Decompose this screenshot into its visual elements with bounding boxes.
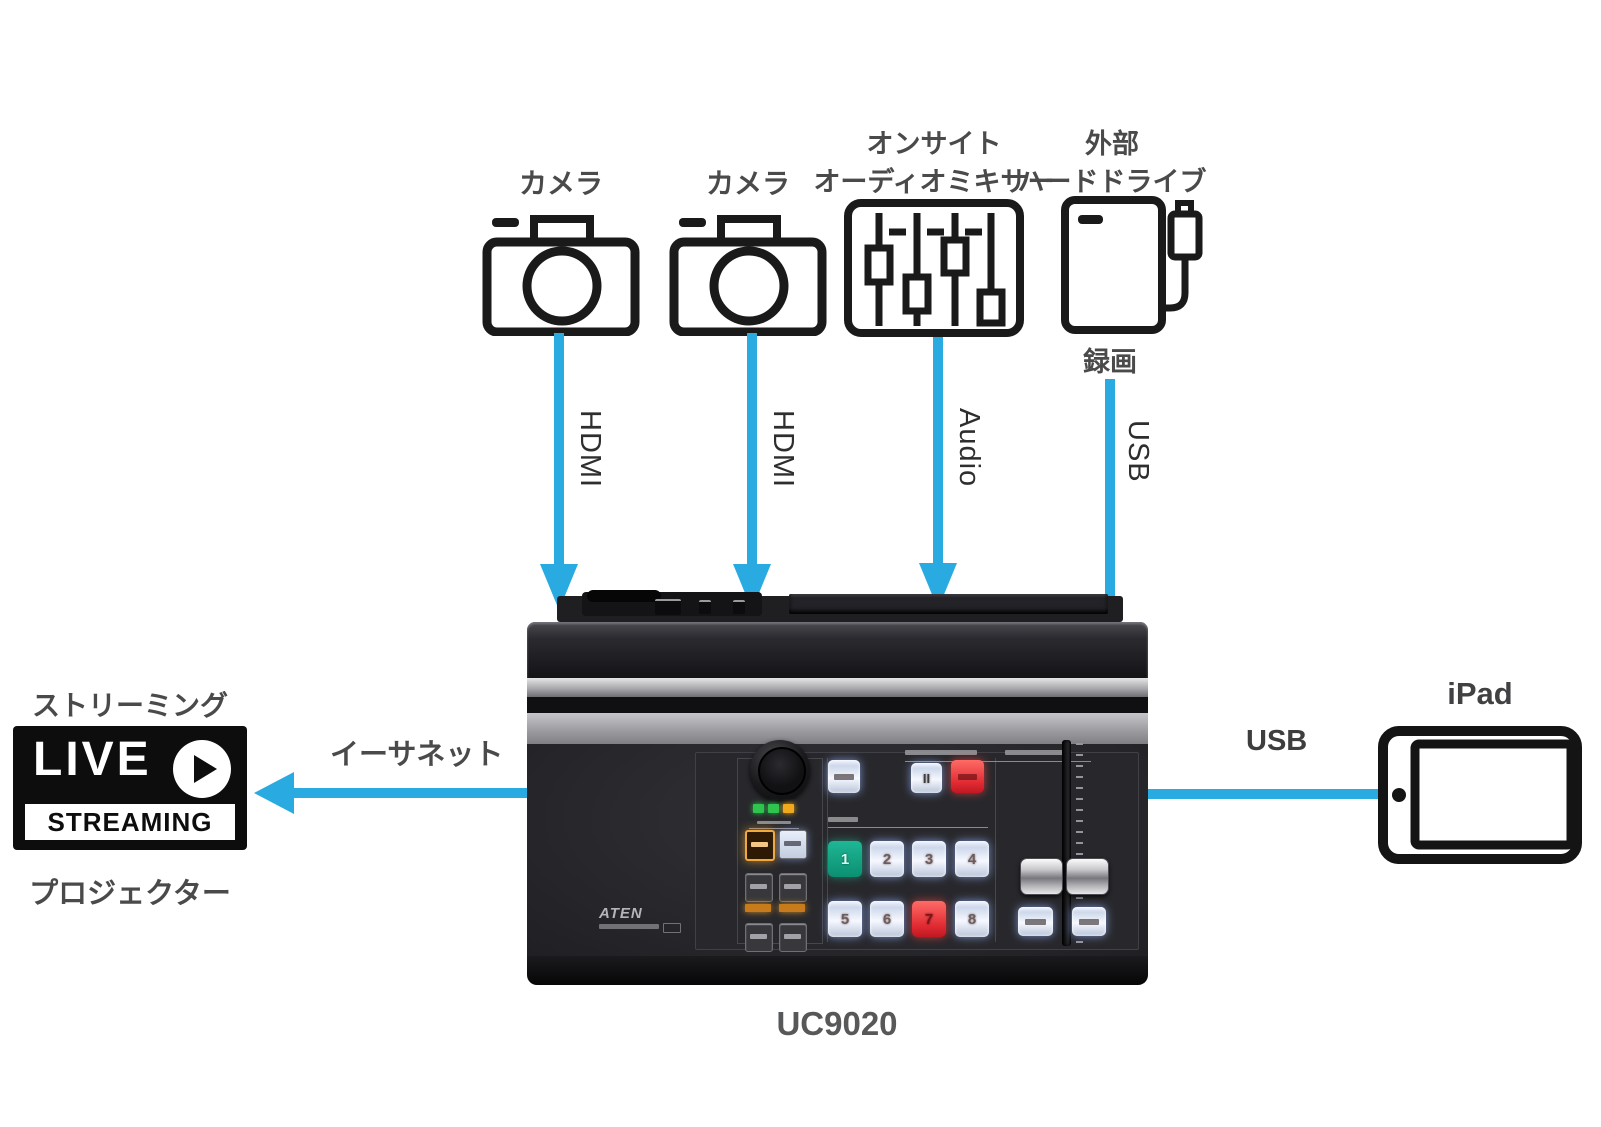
level-led-green	[753, 804, 764, 813]
tbar-track	[1062, 740, 1071, 946]
ethernet-arrowhead	[254, 772, 294, 814]
brand-model-text	[599, 924, 659, 929]
level-led-amber	[783, 804, 794, 813]
ipad-icon	[1378, 726, 1582, 864]
scene-section-underline	[828, 827, 988, 828]
hdmi1-connection-label: HDMI	[574, 410, 606, 489]
function-button	[745, 923, 773, 952]
device-base	[527, 956, 1148, 985]
hdmi1-arrow-shaft	[554, 333, 564, 566]
usb-hdd-connection-label: USB	[1122, 420, 1154, 483]
hdd-label-line2: ハードドライブ	[1017, 167, 1207, 197]
scene-button-7: 7	[912, 901, 946, 937]
usb-ipad-line	[1146, 789, 1379, 799]
led-underline	[749, 828, 799, 829]
device-dark-stripe	[527, 697, 1148, 713]
usb-hdd-line	[1105, 379, 1115, 617]
streaming-label: ストリーミング	[31, 690, 228, 721]
stream-section-caption	[905, 750, 977, 755]
cut-button	[1072, 907, 1106, 936]
volume-knob-cap	[758, 747, 806, 795]
camera-icon	[482, 215, 640, 336]
usb-port	[733, 600, 745, 614]
scene-button-6: 6	[870, 901, 904, 937]
audio-arrow-shaft	[933, 337, 943, 565]
function-button	[779, 923, 807, 952]
audio-mixer-icon	[844, 199, 1024, 337]
hdd-sublabel: 録画	[1083, 347, 1137, 377]
tbar-scale-ticks	[1076, 743, 1083, 943]
mixer-label-line2: オーディオミキサー	[813, 167, 1055, 197]
ipad-label: iPad	[1447, 676, 1513, 711]
amber-indicator	[779, 904, 805, 912]
live-streaming-logo: LIVE STREAMING	[13, 726, 247, 850]
scene-button-2: 2	[870, 841, 904, 877]
tbar-handle-right	[1066, 858, 1109, 895]
led-caption	[757, 821, 791, 824]
hdmi2-connection-label: HDMI	[767, 410, 799, 489]
device-mount-cap	[587, 590, 661, 602]
audio-source-button	[745, 873, 773, 902]
scene-section-caption	[828, 817, 858, 822]
amber-indicator	[745, 904, 771, 912]
mute-button	[745, 830, 775, 861]
ethernet-connection-label: イーサネット	[330, 739, 504, 771]
scene-button-3: 3	[912, 841, 946, 877]
brand-hd-badge	[663, 923, 681, 933]
fader-section-caption	[1005, 750, 1065, 755]
fader-section-underline	[1005, 761, 1091, 762]
camera1-label: カメラ	[518, 168, 603, 199]
live-text: LIVE	[33, 733, 152, 786]
device-gray-bevel	[527, 713, 1148, 744]
monitor-button	[779, 830, 807, 859]
scene-button-5: 5	[828, 901, 862, 937]
uc9020-device: II 1 2 3 4 5 6 7 8 ATEN	[527, 590, 1148, 985]
tablet-cradle-slot	[789, 594, 1108, 614]
audio-connection-label: Audio	[953, 408, 985, 488]
scene-button-1: 1	[828, 841, 862, 877]
device-silver-stripe	[527, 678, 1148, 697]
ethernet-arrow-shaft	[292, 788, 537, 798]
go-live-button	[951, 760, 984, 793]
hard-drive-icon	[1061, 196, 1203, 334]
usb-port	[699, 600, 711, 614]
tbar-handle-left	[1020, 858, 1063, 895]
hdd-label-line1: 外部	[1085, 129, 1139, 159]
mixer-label-line1: オンサイト	[866, 129, 1002, 159]
hdmi-port	[655, 599, 681, 615]
brand-logo: ATEN	[599, 905, 643, 922]
pgm-button	[828, 760, 860, 793]
hdmi2-arrow-shaft	[747, 333, 757, 566]
scene-button-4: 4	[955, 841, 989, 877]
projector-label: プロジェクター	[29, 878, 231, 910]
audio-source-button	[779, 873, 807, 902]
camera2-label: カメラ	[705, 168, 790, 199]
level-led-green	[768, 804, 779, 813]
device-caption: UC9020	[776, 1005, 898, 1042]
panel-divider	[995, 758, 996, 942]
device-upper-band	[527, 622, 1148, 678]
streaming-text: STREAMING	[25, 804, 235, 840]
auto-button	[1018, 907, 1053, 936]
play-icon	[173, 740, 231, 798]
camera-icon	[669, 215, 827, 336]
scene-button-8: 8	[955, 901, 989, 937]
pause-button: II	[911, 763, 942, 793]
panel-divider	[827, 758, 828, 942]
usb-ipad-connection-label: USB	[1246, 725, 1308, 757]
